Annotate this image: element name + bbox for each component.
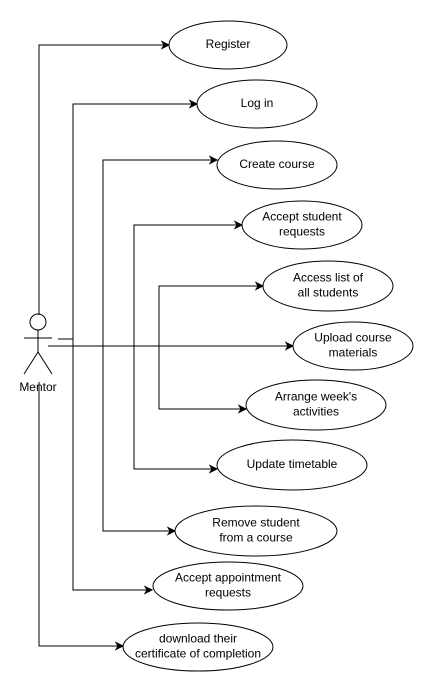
connector-accept-appointment-requests (72, 339, 147, 591)
actor-label: Mentor (19, 380, 56, 394)
use-case-ellipse (262, 260, 394, 312)
use-case-label: all students (298, 286, 359, 300)
arrowhead-icon (254, 281, 265, 291)
use-case-label: Remove student (212, 516, 300, 530)
connector-update-timetable (133, 339, 212, 470)
use-case-ellipse (241, 200, 363, 250)
arrowhead-icon (237, 404, 248, 414)
use-case-label: Log in (241, 96, 274, 110)
use-case-label: Accept student (262, 210, 342, 224)
connector-accept-student-requests (133, 224, 237, 339)
use-case-label: certificate of completion (135, 647, 261, 661)
arrowhead-icon (143, 585, 154, 595)
use-case-ellipse (292, 321, 414, 371)
connector-download-their-certificate-of-completion (38, 382, 118, 647)
use-case-label: from a course (219, 531, 293, 545)
use-case-ellipse (122, 622, 274, 672)
connector-arrange-weeks-activities (158, 339, 241, 410)
use-case-ellipse (245, 379, 387, 431)
actor-head (29, 313, 47, 331)
use-case-ellipse (168, 20, 288, 70)
use-case-label: download their (159, 632, 237, 646)
arrowhead-icon (114, 641, 125, 651)
use-case-label: Upload course (314, 331, 392, 345)
arrowhead-icon (233, 220, 244, 230)
use-case-label: Access list of (293, 271, 364, 285)
use-case-register: Register (38, 20, 288, 315)
use-case-update-timetable: Update timetable (133, 339, 368, 491)
use-case-ellipse (196, 79, 318, 129)
use-case-label: Accept appointment (175, 571, 282, 585)
arrowhead-icon (208, 464, 219, 474)
use-case-label: Arrange week's (275, 390, 357, 404)
arrowhead-icon (166, 526, 177, 536)
actor-mentor: Mentor (19, 313, 57, 394)
arrowhead-icon (160, 40, 171, 50)
use-case-label: requests (205, 586, 251, 600)
arrowhead-icon (284, 341, 295, 351)
use-case-ellipse (174, 505, 338, 557)
use-case-label: Update timetable (247, 457, 338, 471)
use-case-label: activities (293, 405, 339, 419)
actor-left-leg (23, 351, 39, 375)
use-case-label: Register (206, 37, 251, 51)
connector-access-list-of-all-students (158, 285, 258, 339)
use-case-create-course: Create course (102, 140, 338, 339)
use-case-label: materials (329, 346, 378, 360)
connector-register (38, 44, 164, 315)
use-case-log-in: Log in (58, 79, 318, 340)
use-case-ellipse (216, 140, 338, 190)
use-case-label: Create course (239, 157, 315, 171)
use-case-ellipse (216, 439, 368, 491)
actor-right-leg (37, 351, 53, 375)
connector-remove-student-from-a-course (102, 339, 170, 532)
connector-create-course (102, 159, 212, 339)
connector-log-in (58, 103, 192, 340)
arrowhead-icon (208, 155, 219, 165)
arrowhead-icon (188, 99, 199, 109)
use-case-ellipse (152, 561, 304, 611)
use-case-label: requests (279, 225, 325, 239)
